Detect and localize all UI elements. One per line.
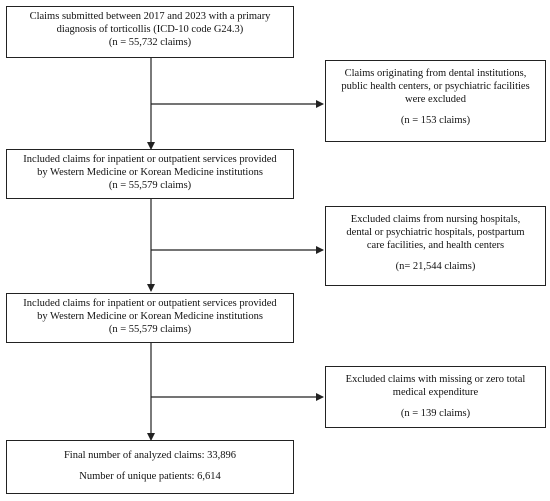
step-2-count: (n = 55,579 claims)	[108, 180, 192, 191]
step-1-box: Claims submitted between 2017 and 2023 w…	[6, 6, 294, 58]
exclusion-1-count: (n = 153 claims)	[400, 115, 471, 126]
step-3-line-1: Included claims for inpatient or outpati…	[23, 298, 277, 309]
exclusion-2-line-3: care facilities, and health centers	[366, 240, 505, 251]
exclusion-3-box: Excluded claims with missing or zero tot…	[325, 366, 546, 428]
final-analyzed-claims: Final number of analyzed claims: 33,896	[63, 450, 237, 461]
final-unique-patients: Number of unique patients: 6,614	[79, 471, 221, 482]
step-2-line-2: by Western Medicine or Korean Medicine i…	[37, 167, 263, 178]
step-1-line-1: Claims submitted between 2017 and 2023 w…	[29, 11, 271, 22]
final-box: Final number of analyzed claims: 33,896 …	[6, 440, 294, 494]
exclusion-1-line-3: were excluded	[405, 94, 466, 105]
exclusion-2-line-2: dental or psychiatric hospitals, postpar…	[346, 227, 525, 238]
exclusion-2-count: (n= 21,544 claims)	[395, 261, 476, 272]
exclusion-3-count: (n = 139 claims)	[400, 408, 471, 419]
step-2-line-1: Included claims for inpatient or outpati…	[23, 154, 277, 165]
step-1-count: (n = 55,732 claims)	[108, 37, 192, 48]
exclusion-1-line-1: Claims originating from dental instituti…	[344, 68, 527, 79]
step-1-line-2: diagnosis of torticollis (ICD-10 code G2…	[56, 24, 244, 35]
exclusion-3-line-1: Excluded claims with missing or zero tot…	[345, 374, 526, 385]
exclusion-3-line-2: medical expenditure	[392, 387, 479, 398]
exclusion-2-line-1: Excluded claims from nursing hospitals,	[350, 214, 521, 225]
step-3-line-2: by Western Medicine or Korean Medicine i…	[37, 311, 263, 322]
step-2-box: Included claims for inpatient or outpati…	[6, 149, 294, 199]
exclusion-1-line-2: public health centers, or psychiatric fa…	[341, 81, 530, 92]
step-3-count: (n = 55,579 claims)	[108, 324, 192, 335]
step-3-box: Included claims for inpatient or outpati…	[6, 293, 294, 343]
exclusion-2-box: Excluded claims from nursing hospitals, …	[325, 206, 546, 286]
exclusion-1-box: Claims originating from dental instituti…	[325, 60, 546, 142]
